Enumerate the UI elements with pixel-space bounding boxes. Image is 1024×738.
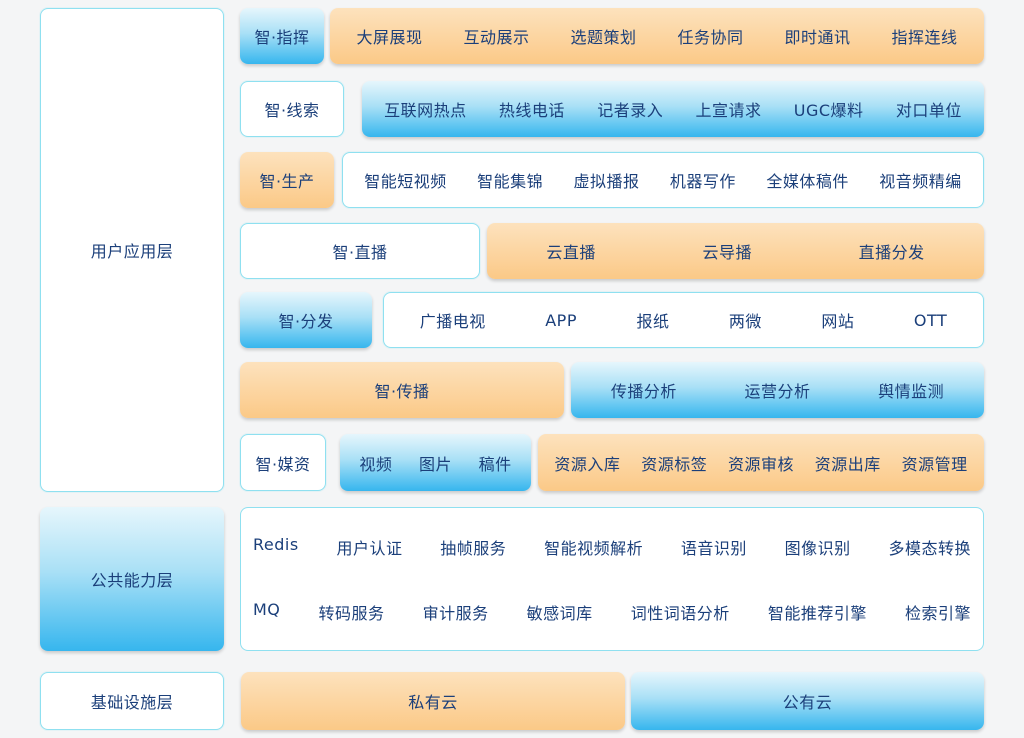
media-asset-type: 视频 — [359, 454, 393, 474]
common-capability-layer-label: 公共能力层 — [90, 571, 174, 590]
spread-features: 传播分析 运营分析 舆情监测 — [571, 362, 984, 418]
production-feature: 虚拟播报 — [573, 172, 640, 191]
common-service: 智能推荐引擎 — [767, 603, 867, 623]
clues-module: 智·线索 — [240, 81, 344, 137]
clues-feature: 对口单位 — [895, 101, 962, 120]
common-service: 智能视频解析 — [544, 538, 644, 558]
spread-module-label: 智·传播 — [374, 382, 430, 401]
clues-features: 互联网热点 热线电话 记者录入 上宣请求 UGC爆料 对口单位 — [362, 81, 984, 137]
common-service: 语音识别 — [680, 538, 747, 558]
production-feature: 机器写作 — [669, 172, 736, 191]
production-feature: 视音频精编 — [879, 172, 962, 191]
distribution-channel: 网站 — [821, 312, 855, 331]
live-feature: 云导播 — [702, 243, 752, 262]
media-asset-operation: 资源管理 — [901, 454, 968, 474]
common-service: 图像识别 — [784, 538, 851, 558]
media-asset-operation: 资源出库 — [814, 454, 881, 474]
clues-module-label: 智·线索 — [264, 101, 320, 120]
clues-feature: 热线电话 — [498, 101, 565, 120]
common-services-row: MQ 转码服务 审计服务 敏感词库 词性词语分析 智能推荐引擎 检索引擎 — [253, 600, 971, 624]
common-service: 转码服务 — [318, 603, 385, 623]
command-feature: 即时通讯 — [784, 28, 851, 47]
spread-feature: 运营分析 — [744, 382, 811, 401]
common-service: 用户认证 — [336, 538, 403, 558]
production-feature: 智能短视频 — [364, 172, 447, 191]
command-module-label: 智·指挥 — [254, 28, 310, 47]
media-assets-module: 智·媒资 — [240, 434, 326, 491]
public-cloud: 公有云 — [631, 672, 984, 730]
media-asset-operation: 资源审核 — [727, 454, 794, 474]
live-feature: 直播分发 — [858, 243, 925, 262]
media-asset-types: 视频 图片 稿件 — [340, 434, 531, 491]
common-service: MQ — [253, 599, 281, 619]
spread-feature: 舆情监测 — [878, 382, 945, 401]
common-service: 抽帧服务 — [440, 538, 507, 558]
infrastructure-layer: 基础设施层 — [40, 672, 224, 730]
production-feature: 全媒体稿件 — [766, 172, 849, 191]
clues-feature: 上宣请求 — [695, 101, 762, 120]
distribution-channel: APP — [545, 310, 577, 330]
common-service: 词性词语分析 — [630, 603, 730, 623]
media-asset-type: 图片 — [418, 454, 452, 474]
command-module: 智·指挥 — [240, 8, 324, 64]
user-application-layer-label: 用户应用层 — [90, 242, 174, 261]
clues-feature: 记者录入 — [597, 101, 664, 120]
distribution-module: 智·分发 — [240, 292, 372, 348]
production-features: 智能短视频 智能集锦 虚拟播报 机器写作 全媒体稿件 视音频精编 — [342, 152, 984, 208]
live-features: 云直播 云导播 直播分发 — [487, 223, 984, 279]
spread-feature: 传播分析 — [610, 382, 677, 401]
live-feature: 云直播 — [546, 243, 596, 262]
media-assets-module-label: 智·媒资 — [255, 454, 311, 474]
production-feature: 智能集锦 — [477, 172, 544, 191]
production-module-label: 智·生产 — [259, 172, 315, 191]
command-features: 大屏展现 互动展示 选题策划 任务协同 即时通讯 指挥连线 — [330, 8, 984, 64]
command-feature: 选题策划 — [570, 28, 637, 47]
distribution-channel: OTT — [913, 310, 948, 330]
command-feature: 指挥连线 — [891, 28, 958, 47]
common-service: 检索引擎 — [904, 603, 971, 623]
common-service: Redis — [253, 534, 299, 554]
common-services-panel: Redis 用户认证 抽帧服务 智能视频解析 语音识别 图像识别 多模态转换 M… — [240, 507, 984, 651]
distribution-channels: 广播电视 APP 报纸 两微 网站 OTT — [383, 292, 984, 348]
user-application-layer: 用户应用层 — [40, 8, 224, 492]
public-cloud-label: 公有云 — [782, 693, 833, 712]
spread-module: 智·传播 — [240, 362, 564, 418]
distribution-channel: 两微 — [728, 312, 762, 331]
live-module-label: 智·直播 — [332, 243, 388, 262]
command-feature: 互动展示 — [463, 28, 530, 47]
common-services-row: Redis 用户认证 抽帧服务 智能视频解析 语音识别 图像识别 多模态转换 — [253, 535, 971, 559]
production-module: 智·生产 — [240, 152, 334, 208]
private-cloud: 私有云 — [241, 672, 625, 730]
live-module: 智·直播 — [240, 223, 480, 279]
media-asset-operations: 资源入库 资源标签 资源审核 资源出库 资源管理 — [538, 434, 984, 491]
command-feature: 任务协同 — [677, 28, 744, 47]
common-service: 多模态转换 — [888, 538, 971, 558]
common-service: 审计服务 — [422, 603, 489, 623]
clues-feature: UGC爆料 — [793, 101, 864, 120]
command-feature: 大屏展现 — [356, 28, 423, 47]
distribution-channel: 广播电视 — [419, 312, 486, 331]
media-asset-operation: 资源入库 — [554, 454, 621, 474]
common-capability-layer: 公共能力层 — [40, 507, 224, 651]
media-asset-type: 稿件 — [478, 454, 512, 474]
distribution-channel: 报纸 — [636, 312, 670, 331]
common-service: 敏感词库 — [526, 603, 593, 623]
media-asset-operation: 资源标签 — [641, 454, 708, 474]
private-cloud-label: 私有云 — [408, 693, 458, 712]
clues-feature: 互联网热点 — [384, 101, 467, 120]
distribution-module-label: 智·分发 — [278, 312, 334, 331]
infrastructure-layer-label: 基础设施层 — [90, 693, 174, 712]
